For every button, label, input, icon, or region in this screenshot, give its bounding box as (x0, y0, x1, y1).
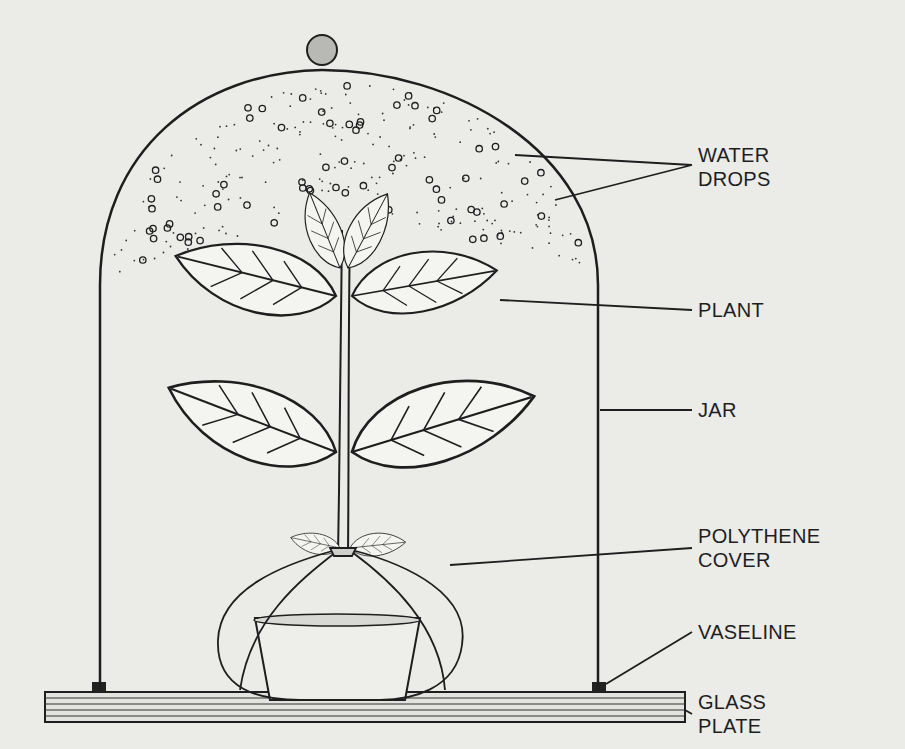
stem (338, 230, 350, 555)
bell-jar (100, 70, 598, 690)
polythene-cover (218, 548, 463, 700)
leaves (155, 185, 545, 558)
flower-pot (254, 614, 420, 700)
leader-lines (450, 155, 692, 714)
label-vaseline: VASELINE (698, 620, 848, 644)
label-jar: JAR (698, 398, 848, 422)
jar-knob (307, 35, 337, 65)
label-water-drops: WATER DROPS (698, 143, 818, 191)
label-plant: PLANT (698, 298, 848, 322)
label-glass-plate: GLASS PLATE (698, 690, 798, 738)
label-polythene-cover: POLYTHENE COVER (698, 524, 838, 572)
